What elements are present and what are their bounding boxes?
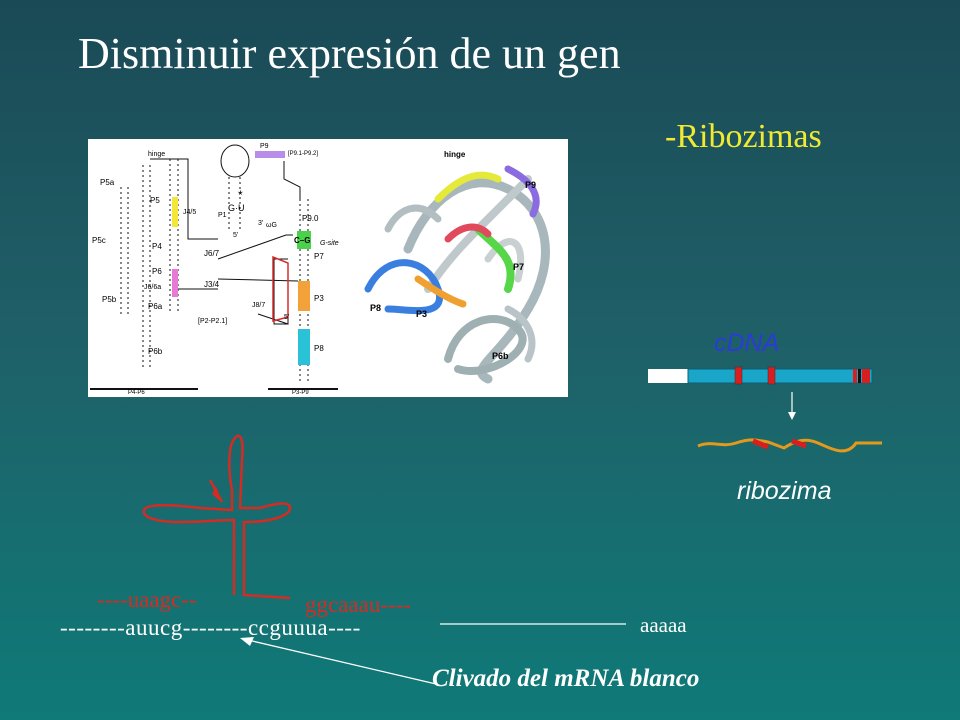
p4-label: P4 xyxy=(152,242,162,251)
cleavage-pointer-line xyxy=(247,639,437,685)
ribozima-label: ribozima xyxy=(737,477,832,505)
ribozyme-strand xyxy=(697,438,882,453)
cleavage-star-icon: * xyxy=(238,188,243,202)
p3p9-domain xyxy=(268,161,338,390)
cleavage-pointer xyxy=(240,637,437,685)
j34-label: J3/4 xyxy=(204,280,220,289)
p7-left-label: P7 xyxy=(314,252,324,261)
ribozyme-segment-2 xyxy=(791,438,807,449)
hinge-left-label: hinge xyxy=(148,151,165,158)
cdna-end-stripe-3 xyxy=(862,369,870,383)
cdna-segment-2 xyxy=(767,366,776,385)
target-mrna-sequence: --------auucg--------ccguuua---- xyxy=(60,615,361,640)
slide-title: Disminuir expresión de un gen xyxy=(78,29,621,78)
p1-label: P1 xyxy=(218,212,227,219)
cdna-white-end xyxy=(648,369,688,383)
ribozyme-structure-figure: hinge P5a P5 J4/5 P5c P4 P6 J6/6a P6a P5… xyxy=(88,139,568,397)
p8-left-label: P8 xyxy=(314,344,324,353)
j87-label: J8/7 xyxy=(252,302,265,309)
ribbon-model xyxy=(364,165,550,384)
gsite-label: G-site xyxy=(320,240,339,247)
p7-highlight xyxy=(297,231,311,249)
p6a-label: P6a xyxy=(148,302,163,311)
cdna-end-stripe-2 xyxy=(858,369,861,383)
poly-a-tail: aaaaa xyxy=(640,613,687,637)
p6-highlight xyxy=(172,269,178,297)
p7-right-label: P7 xyxy=(513,262,524,272)
ribozyme-right-arm: ggcaaau---- xyxy=(305,592,411,617)
p3p9-label: P3-P9 xyxy=(292,390,309,396)
cleavage-label: Clivado del mRNA blanco xyxy=(432,665,700,692)
omega-g-label: ωG xyxy=(266,222,277,229)
p6-label: P6 xyxy=(152,267,162,276)
p9-left-label: P9 xyxy=(260,143,269,150)
cdna-end-stripe-1 xyxy=(853,369,857,383)
p3-left-label: P3 xyxy=(314,294,324,303)
five-prime-b-label: 5' xyxy=(284,314,289,321)
p4p6-label: P4-P6 xyxy=(128,390,145,396)
p90-label: P9.0 xyxy=(302,214,319,223)
ribozyme-outline xyxy=(142,434,292,600)
p5a-label: P5a xyxy=(100,178,115,187)
cdna-label: cDNA xyxy=(714,329,780,357)
arrow-head-icon xyxy=(212,486,222,503)
ribozyme-segment-1 xyxy=(752,438,769,450)
j67-label: J6/7 xyxy=(204,249,220,258)
five-prime-label: 5' xyxy=(233,232,238,239)
ribozyme-strand-line xyxy=(697,438,882,453)
p3-highlight xyxy=(298,281,310,311)
p6b-right-label: P6b xyxy=(492,351,509,361)
p9-right-label: P9 xyxy=(525,180,536,190)
j66a-label: J6/6a xyxy=(144,284,161,291)
structure-diagram: hinge P5a P5 J4/5 P5c P4 P6 J6/6a P6a P5… xyxy=(90,143,550,396)
hammerhead-ribozyme xyxy=(142,434,292,600)
three-prime-label: 3' xyxy=(258,220,263,227)
slide-subtitle: -Ribozimas xyxy=(665,118,822,155)
p2p21-label: [P2-P2.1] xyxy=(198,318,227,325)
p9-highlight xyxy=(255,151,285,158)
p6b-left-label: P6b xyxy=(148,347,163,356)
j45-label: J4/5 xyxy=(183,209,196,216)
j87-highlight xyxy=(272,255,289,322)
p3-right-label: P3 xyxy=(416,309,427,319)
p1-hairpin xyxy=(217,144,299,325)
p5-highlight xyxy=(172,197,178,227)
cdna-construct xyxy=(648,366,873,420)
arrow-head-icon xyxy=(240,637,254,646)
p5-label: P5 xyxy=(150,196,160,205)
p8-right-label: P8 xyxy=(370,303,381,313)
cg-pair-label: C–G xyxy=(294,236,310,245)
p5b-label: P5b xyxy=(102,295,117,304)
p5c-label: P5c xyxy=(92,236,106,245)
p91p92-label: [P9.1-P9.2] xyxy=(288,151,318,157)
cdna-segment-1 xyxy=(734,366,743,385)
hinge-right-label: hinge xyxy=(444,150,466,159)
ribozyme-left-arm: ----uaagc-- xyxy=(97,587,197,612)
arrow-head-icon xyxy=(788,412,796,420)
mrna-extension-line xyxy=(440,623,626,625)
p8-highlight xyxy=(298,329,310,365)
cdna-bar xyxy=(687,368,873,384)
gu-pair-label: G·U xyxy=(228,203,245,213)
p4p6-domain xyxy=(90,158,218,390)
